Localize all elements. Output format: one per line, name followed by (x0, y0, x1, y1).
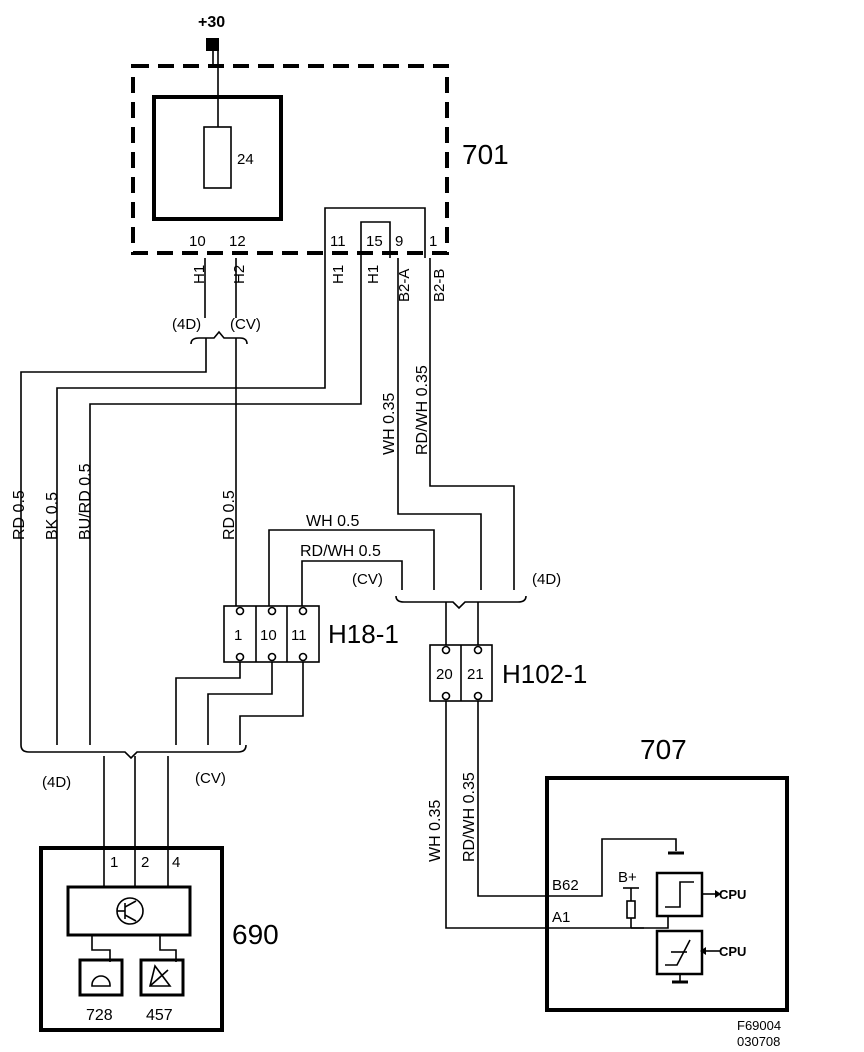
fuse-24 (203, 126, 232, 189)
variant-label-4d-mid: (4D) (532, 571, 561, 588)
wires-h18-to-splice: WH 0.5 RD/WH 0.5 (CV) (4D) (268, 513, 561, 645)
transistor-module (66, 885, 192, 937)
supply-bplus-label: B+ (618, 869, 637, 886)
component-690-box (39, 846, 224, 1032)
pin-h18-11: 11 (291, 627, 307, 644)
internal-wiring-701 (324, 207, 426, 258)
signal-701-h1-b: H1 (330, 265, 347, 284)
component-701-dashed-box (131, 64, 449, 255)
pin-701-10: 10 (189, 233, 206, 250)
wire-label-wh05: WH 0.5 (306, 513, 359, 530)
supply-terminal: +30 (198, 14, 225, 66)
pin-690-4: 4 (172, 854, 180, 871)
pin-690-2: 2 (141, 854, 149, 871)
pin-707-b62: B62 (552, 877, 579, 894)
pin-701-12: 12 (229, 233, 246, 250)
wires-h18-bottom (175, 662, 304, 745)
wire-label-wh035-b: WH 0.35 (427, 800, 444, 862)
signal-701-h1-c: H1 (365, 265, 382, 284)
cpu-label-2: CPU (719, 944, 746, 959)
pin-h102-21: 21 (467, 666, 484, 683)
fuse-number: 24 (237, 151, 254, 168)
component-707-box (545, 776, 789, 1012)
variant-label-cv-mid: (CV) (352, 571, 383, 588)
pin-707-a1: A1 (552, 909, 570, 926)
supply-terminal-square (206, 38, 219, 51)
variant-label-cv-bottom: (CV) (195, 770, 226, 787)
signal-701-h2: H2 (231, 265, 248, 284)
pin-h102-20: 20 (436, 666, 453, 683)
pin-701-15: 15 (366, 233, 383, 250)
wire-label-wh035-a: WH 0.35 (381, 393, 398, 455)
component-707: 707 B62 A1 B+ CPU CPU (545, 734, 789, 1012)
wires-h102-to-707: WH 0.35 RD/WH 0.35 (427, 701, 677, 929)
wires-pins-9-1 (397, 258, 515, 590)
figure-date: 030708 (737, 1034, 780, 1049)
connector-h18-1-name: H18-1 (328, 619, 399, 649)
component-701-number: 701 (462, 139, 509, 170)
pin-h18-1: 1 (234, 627, 242, 644)
wire-label-rdwh035-b: RD/WH 0.35 (461, 772, 478, 862)
pin-701-9: 9 (395, 233, 403, 250)
sensor-728-number: 728 (86, 1007, 113, 1024)
sensor-457-number: 457 (146, 1007, 173, 1024)
wires-pins-11-15 (56, 258, 362, 745)
connector-h102-1-name: H102-1 (502, 659, 587, 689)
sensor-457-box (139, 958, 185, 997)
component-690: 1 2 4 728 457 690 (39, 846, 279, 1032)
wire-label-rdwh035-a: RD/WH 0.35 (414, 365, 431, 455)
sensor-457-icon (148, 964, 172, 987)
component-701: 24 701 10 12 11 15 9 1 H1 H2 H1 H1 B2-A … (131, 51, 509, 302)
supply-label: +30 (198, 14, 225, 31)
pin-701-1: 1 (429, 233, 437, 250)
figure-footer: F69004 030708 (737, 1018, 781, 1049)
signal-701-h1-a: H1 (191, 265, 208, 284)
wire-label-bk05: BK 0.5 (44, 492, 61, 540)
signal-701-b2a: B2-A (396, 269, 413, 302)
connector-h102-1: 20 21 H102-1 (429, 644, 587, 702)
wire-label-burd05: BU/RD 0.5 (77, 463, 94, 540)
wire-labels-left: RD 0.5 BK 0.5 BU/RD 0.5 RD 0.5 WH 0.35 R… (11, 365, 431, 540)
sensor-728-icon (91, 975, 111, 987)
wire-label-rd05-b: RD 0.5 (221, 490, 238, 540)
sensor-728-box (78, 958, 124, 997)
variant-label-4d-bottom: (4D) (42, 774, 71, 791)
pull-up-resistor (626, 900, 636, 919)
variant-label-cv-top: (CV) (230, 316, 261, 333)
wires-pins-10-12: (4D) (CV) (20, 258, 261, 745)
cpu-label-1: CPU (719, 887, 746, 902)
variant-label-4d-top: (4D) (172, 316, 201, 333)
component-690-number: 690 (232, 919, 279, 950)
connector-h18-1-body (223, 605, 320, 663)
wire-label-rd05: RD 0.5 (11, 490, 28, 540)
figure-code: F69004 (737, 1018, 781, 1033)
pin-701-11: 11 (330, 233, 346, 250)
wire-label-rdwh05: RD/WH 0.5 (300, 543, 381, 560)
pin-690-1: 1 (110, 854, 118, 871)
signal-701-b2b: B2-B (431, 269, 448, 302)
pin-h18-10: 10 (260, 627, 277, 644)
brace-690: (4D) (CV) (20, 744, 247, 887)
connector-h18-1: 1 10 11 H18-1 (223, 605, 399, 663)
component-707-number: 707 (640, 734, 687, 765)
